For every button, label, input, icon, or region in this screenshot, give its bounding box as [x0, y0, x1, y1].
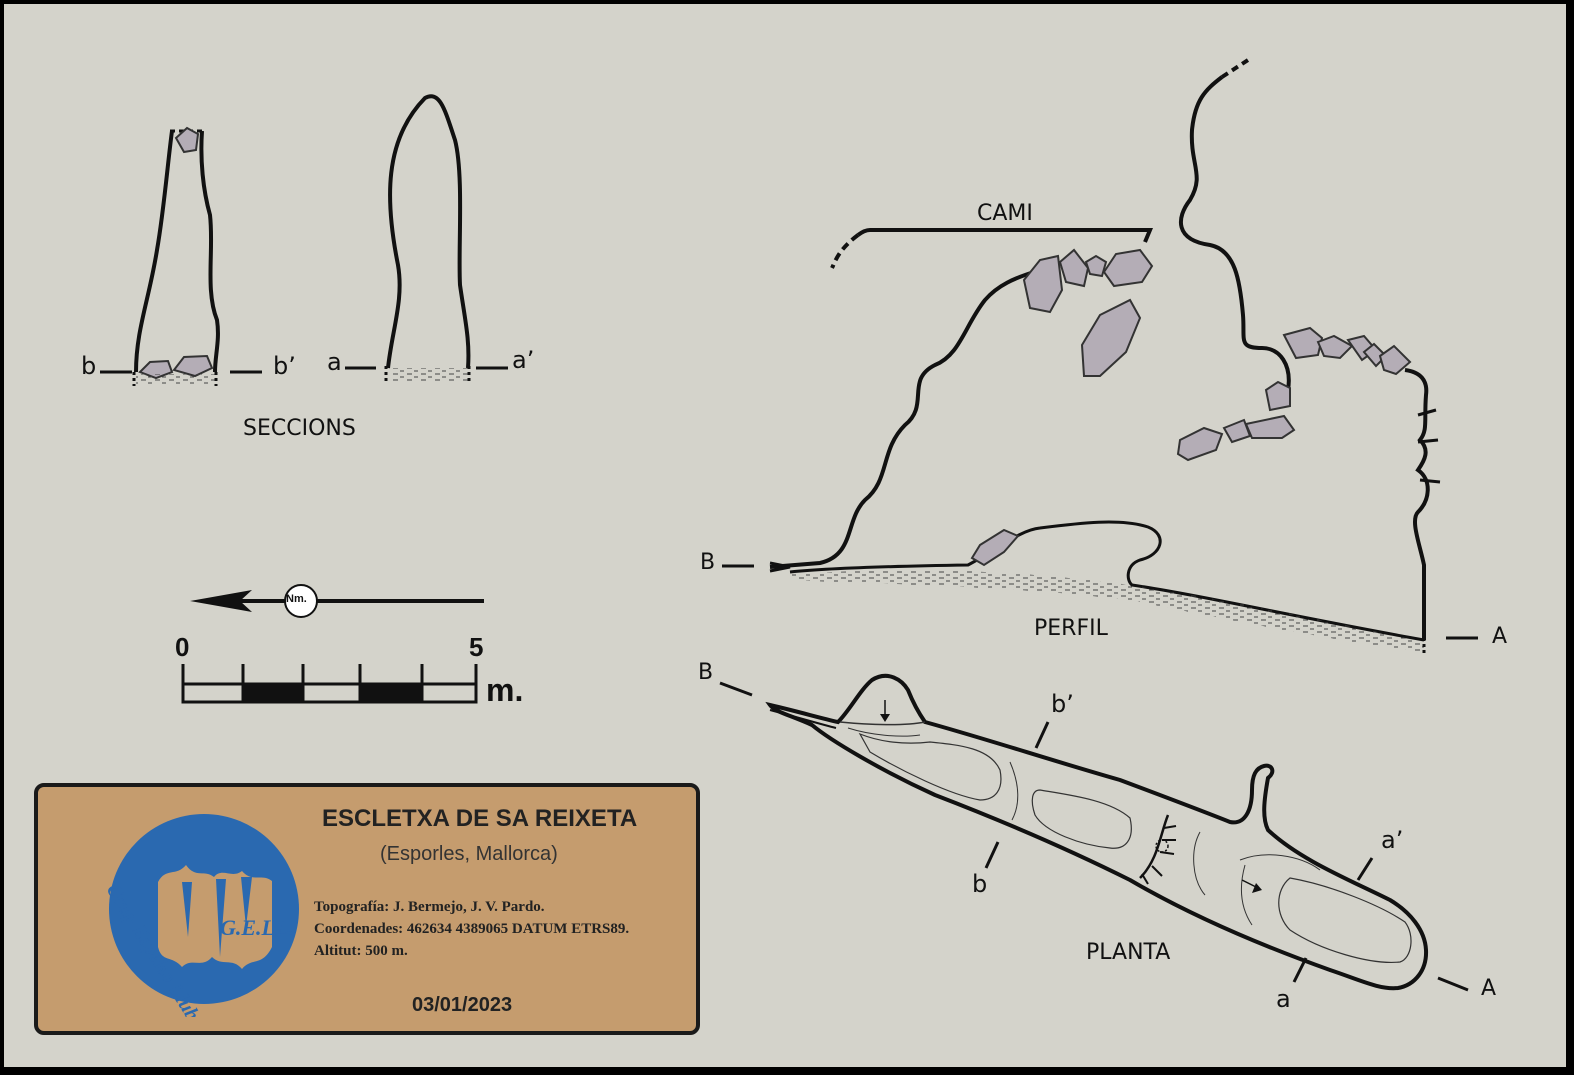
- cave-location: (Esporles, Mallorca): [380, 843, 558, 865]
- cami-label: CAMI: [977, 201, 1033, 226]
- rock: [1176, 426, 1224, 462]
- scale-unit: m.: [486, 672, 524, 708]
- title-block: Grup Espeleo Llubí G.E.LL. ESCLETXA DE S…: [34, 783, 700, 1035]
- section-b-prime-label: b’: [273, 352, 296, 380]
- plan-a-prime-label: a’: [1381, 826, 1404, 854]
- plan-a-end-label: A: [1481, 976, 1497, 1001]
- plan-b-end-label: B: [698, 660, 714, 685]
- topography-credit: Topografía: J. Bermejo, J. V. Pardo.: [314, 899, 545, 915]
- plan-title: PLANTA: [1086, 940, 1171, 965]
- plan-a-label: a: [1276, 985, 1291, 1013]
- rock: [1316, 334, 1354, 360]
- section-b: [100, 126, 262, 386]
- plan-view: [719, 673, 1469, 992]
- scale-bar: [181, 664, 478, 704]
- profile-title: PERFIL: [1034, 616, 1108, 641]
- rock: [1058, 248, 1090, 288]
- scale-min: 0: [175, 632, 190, 662]
- rock: [1264, 380, 1291, 412]
- rock: [174, 126, 200, 154]
- rock: [970, 528, 1020, 567]
- scale-max: 5: [469, 632, 484, 662]
- cave-name: ESCLETXA DE SA REIXETA: [322, 805, 638, 832]
- survey-date: 03/01/2023: [412, 994, 513, 1016]
- section-b-label: b: [81, 352, 97, 380]
- logo-text: G.E.LL.: [220, 915, 294, 940]
- rock: [1102, 248, 1154, 288]
- section-a-prime-label: a’: [512, 346, 535, 374]
- profile-b-label: B: [700, 550, 716, 575]
- profile-view: [722, 58, 1478, 656]
- rock: [1222, 418, 1252, 444]
- section-a-label: a: [327, 348, 342, 376]
- rock: [1084, 254, 1108, 278]
- rock: [1378, 344, 1412, 376]
- north-label: Nm.: [286, 593, 307, 605]
- gell-logo-icon: Grup Espeleo Llubí G.E.LL.: [102, 814, 299, 1017]
- rock: [1022, 254, 1064, 314]
- rock: [1244, 414, 1296, 439]
- section-a: [345, 94, 508, 384]
- altitude: Altitut: 500 m.: [314, 943, 408, 959]
- rock: [1080, 298, 1142, 377]
- sections-title: SECCIONS: [243, 416, 356, 441]
- north-arrow: [190, 584, 484, 618]
- plan-b-label: b: [972, 870, 988, 898]
- profile-a-label: A: [1492, 624, 1508, 649]
- coordinates: Coordenades: 462634 4389065 DATUM ETRS89…: [314, 921, 630, 937]
- plan-b-prime-label: b’: [1051, 690, 1074, 718]
